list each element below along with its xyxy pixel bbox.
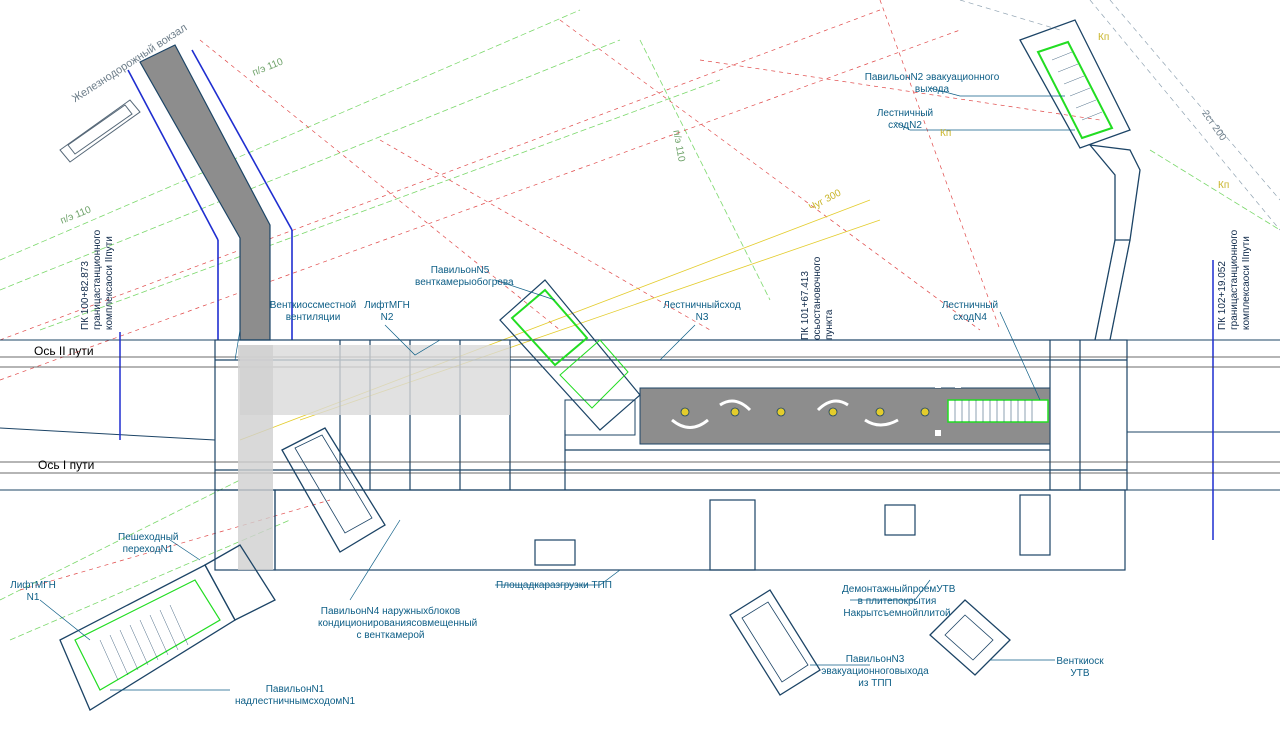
note-kn-c: Кп [1218,180,1230,191]
chainage-left-line-2: границастанционного [92,229,103,330]
chainage-middle-line-2: осьостановочного [812,256,823,340]
pavilion-5-line-2: венткамерыобогрева [415,277,514,288]
utv-opening-line-2: в плитепокрытия [857,596,937,607]
stair-2-line-2: сходN2 [888,120,922,131]
concourse-area [240,345,510,415]
tpp-platform-line-1: Площадкаразгрузки ТПП [496,580,612,591]
pavilion-4-line-1: ПавильонN4 наружныхблоков [320,606,461,617]
pavilion-4-outline [281,427,386,553]
note-kn-b: Кп [940,128,952,139]
pavilion-3-line-1: ПавильонN3 [845,654,905,665]
stair-4-line-1: Лестничный [941,300,999,311]
track-2-axis-label: Ось II пути [34,344,94,358]
stair-4-line-2: сходN4 [953,312,987,323]
utv-opening-line-1: ДемонтажныйпроемУТВ [842,584,956,595]
stair-3-label: Лестничныйсход N3 [662,300,742,324]
lift-2-line-1: ЛифтМГН [364,300,410,311]
railway-station-symbol [59,99,141,163]
underpass-corridor [127,44,293,341]
pavilion-5-label: ПавильонN5 венткамерыобогрева [415,265,514,289]
green-utility-lines [0,9,1280,641]
stair-3-line-2: N3 [695,312,709,323]
stair-2-label: Лестничный сходN2 [870,108,940,132]
lift-1-line-2: N1 [26,592,40,603]
track-1-axis-label: Ось I пути [38,458,95,472]
chainage-right-line-3: комплексаоси IIпути [1241,236,1252,330]
pedestrian-line-1: Пешеходный [118,532,179,543]
lift-2-line-2: N2 [380,312,394,323]
pavilion-3-label: ПавильонN3 эвакуационноговыхода из ТПП [820,654,930,690]
ventkiosk-utv-outline [929,599,1011,676]
stair-4-label: Лестничный сходN4 [940,300,1000,324]
chainage-left-line-3: комплексаоси IIпути [104,236,115,330]
passage-area [238,345,273,570]
ventkiosk-combined-label: Венткиоссместной вентиляции [268,300,358,324]
stair-3-line-1: Лестничныйсход [663,300,741,311]
island-platform [639,382,1051,445]
ventkiosk-combined-line-1: Венткиоссместной [269,300,357,311]
pavilion-1-line-1: ПавильонN1 [265,684,325,695]
ventkiosk-utv-line-1: Венткиоск [1056,656,1104,667]
pavilion-3-line-2: эвакуационноговыхода [821,666,929,677]
callout-leaders [39,87,1075,691]
ventkiosk-utv-line-2: УТВ [1070,668,1090,679]
pavilion-2-outline [1019,19,1141,341]
pavilion-4-line-3: с венткамерой [356,630,425,641]
pavilion-1-label: ПавильонN1 надлестничнымсходомN1 [230,684,360,708]
lift-1-label: ЛифтМГН N1 [8,580,58,604]
chainage-middle-line-3: пункта [824,309,835,340]
pavilion-5-outline [499,279,641,436]
pavilion-3-outline [729,589,821,696]
ventkiosk-utv-label: Венткиоск УТВ [1050,656,1110,680]
dashed-grey-lines [959,0,1280,231]
stair-2-line-1: Лестничный [876,108,934,119]
pedestrian-crossing-label: Пешеходный переходN1 [118,532,178,556]
chainage-left-line-1: ПК 100+82.873 [80,261,91,330]
utv-opening-line-3: Накрытсъемнойплитой [843,608,951,619]
lift-2-label: ЛифтМГН N2 [362,300,412,324]
utv-opening-label: ДемонтажныйпроемУТВ в плитепокрытия Накр… [842,584,956,620]
pavilion-4-line-2: кондиционированиясовмещенный [318,618,478,629]
lift-1-line-1: ЛифтМГН [10,580,56,591]
pavilion-4-label: ПавильонN4 наружныхблоков кондиционирова… [318,606,478,642]
pedestrian-line-2: переходN1 [122,544,174,555]
pavilion-2-line-1: ПавильонN2 эвакуационного [864,72,1000,83]
chainage-middle-line-1: ПК 101+67.413 [800,271,811,340]
chainage-right-line-1: ПК 102+19.052 [1217,261,1228,330]
track-axis-lines [0,356,1280,474]
pavilion-2-line-2: выхода [914,84,950,95]
tpp-platform-label: Площадкаразгрузки ТПП [496,580,612,592]
pavilion-3-line-3: из ТПП [858,678,892,689]
note-kn-a: Кп [1098,32,1110,43]
pavilion-5-line-1: ПавильонN5 [430,265,490,276]
pavilion-1-outline [59,544,276,711]
pavilion-2-label: ПавильонN2 эвакуационного выхода [862,72,1002,96]
pavilion-1-line-2: надлестничнымсходомN1 [234,696,356,707]
ventkiosk-combined-line-2: вентиляции [285,312,341,323]
track-corridors [0,260,1280,540]
chainage-right-line-2: границастанционного [1229,229,1240,330]
